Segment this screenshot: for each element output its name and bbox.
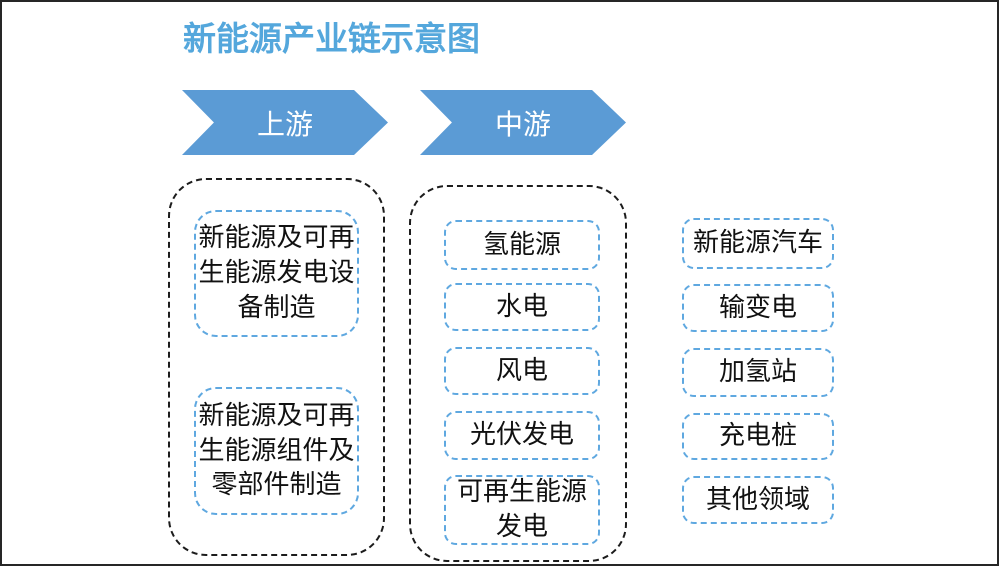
midstream-node-hydrogen-energy: 氢能源 — [444, 220, 600, 270]
stage-arrow-midstream-label: 中游 — [494, 108, 551, 140]
downstream-node-charging-pile: 充电桩 — [682, 413, 834, 460]
downstream-node-hydrogen-station: 加氢站 — [682, 348, 834, 397]
stage-arrow-upstream-label: 上游 — [256, 108, 313, 140]
upstream-node-power-equipment-manufacturing: 新能源及可再 生能源发电设 备制造 — [194, 210, 359, 337]
midstream-group-outline — [409, 185, 627, 562]
midstream-node-renewable-power-generation: 可再生能源 发电 — [444, 475, 600, 545]
page-title: 新能源产业链示意图 — [183, 20, 480, 57]
stage-arrow-midstream: 中游 — [420, 90, 626, 155]
stage-arrow-upstream: 上游 — [182, 90, 388, 155]
upstream-node-components-parts-manufacturing: 新能源及可再 生能源组件及 零部件制造 — [194, 387, 359, 515]
midstream-node-photovoltaic-power: 光伏发电 — [444, 411, 600, 460]
midstream-node-hydropower: 水电 — [444, 283, 600, 331]
downstream-node-other-fields: 其他领域 — [682, 476, 834, 524]
downstream-node-new-energy-vehicles: 新能源汽车 — [682, 218, 834, 269]
midstream-node-wind-power: 风电 — [444, 347, 600, 395]
upstream-group-outline — [168, 178, 385, 556]
downstream-node-power-transmission: 输变电 — [682, 284, 834, 332]
